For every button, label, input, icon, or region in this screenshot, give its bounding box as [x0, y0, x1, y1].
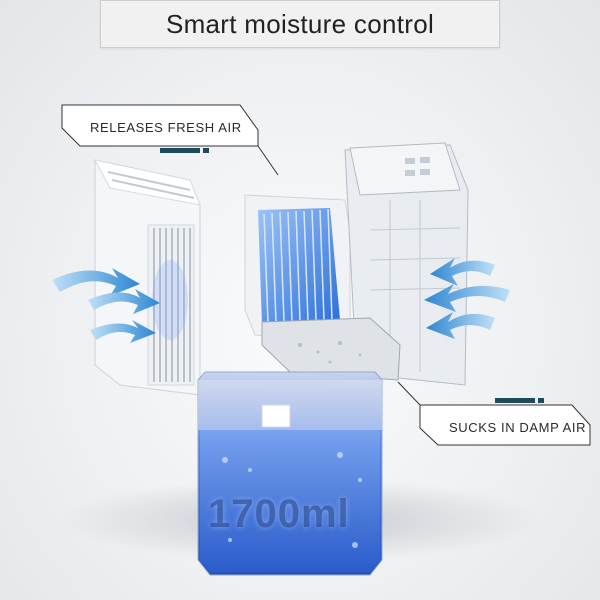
callout-damp-air — [397, 381, 591, 446]
title-banner: Smart moisture control — [100, 0, 500, 48]
callout-fresh-air — [61, 104, 279, 176]
heat-sink — [244, 194, 351, 341]
page-title: Smart moisture control — [165, 8, 435, 39]
callout-label-fresh-air: RELEASES FRESH AIR — [90, 120, 242, 135]
drip-tray — [261, 317, 401, 381]
water-tank — [197, 371, 383, 576]
airflow-arrow-icon — [52, 268, 160, 343]
tank-capacity-label: 1700ml — [208, 492, 350, 536]
air-outlet-housing — [94, 159, 201, 396]
airflow-arrow-icon — [424, 258, 510, 339]
callout-label-damp-air: SUCKS IN DAMP AIR — [449, 420, 587, 435]
